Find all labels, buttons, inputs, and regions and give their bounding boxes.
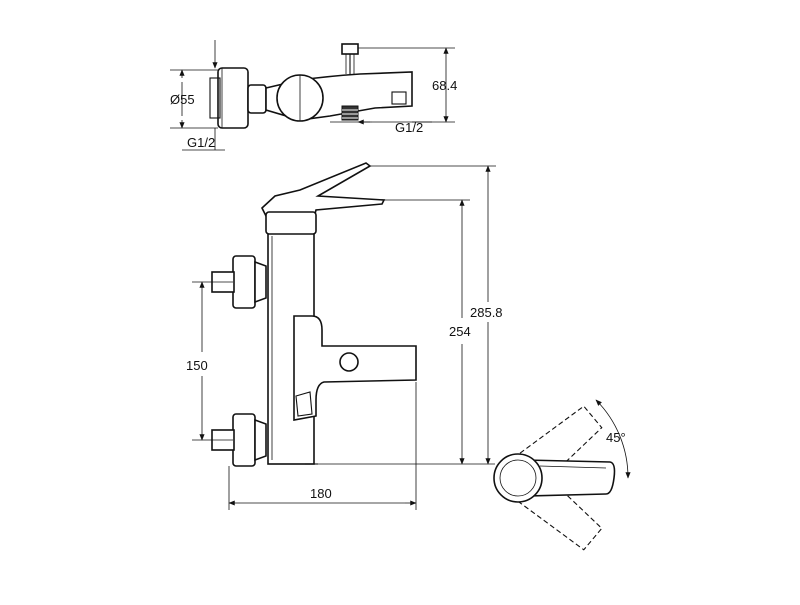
top-nut (247, 84, 267, 114)
dim-inlet-thread: G1/2 (187, 135, 215, 150)
dim-handle-angle: 45° (606, 430, 626, 445)
handle-rotation-view: 45° (493, 399, 631, 551)
diverter-knob (341, 43, 359, 55)
dim-inlet-spacing: 150 (186, 358, 208, 373)
top-view: Ø55 G1/2 68.4 G1/2 (170, 40, 457, 151)
upper-inlet-connector (232, 255, 256, 309)
dim-overall-height: 285.8 (470, 305, 503, 320)
handle-hub (493, 453, 543, 503)
handle-rotated-down (506, 461, 603, 551)
dim-top-depth: 68.4 (432, 78, 457, 93)
front-view: 150 254 285.8 180 (186, 162, 503, 510)
dim-projection: 180 (310, 486, 332, 501)
diverter-button (339, 352, 359, 372)
dim-body-diameter: Ø55 (170, 92, 195, 107)
dim-spout-height: 254 (449, 324, 471, 339)
dim-outlet-thread: G1/2 (395, 120, 423, 135)
top-inlet-plate (217, 67, 249, 129)
lower-inlet-connector (232, 413, 256, 467)
